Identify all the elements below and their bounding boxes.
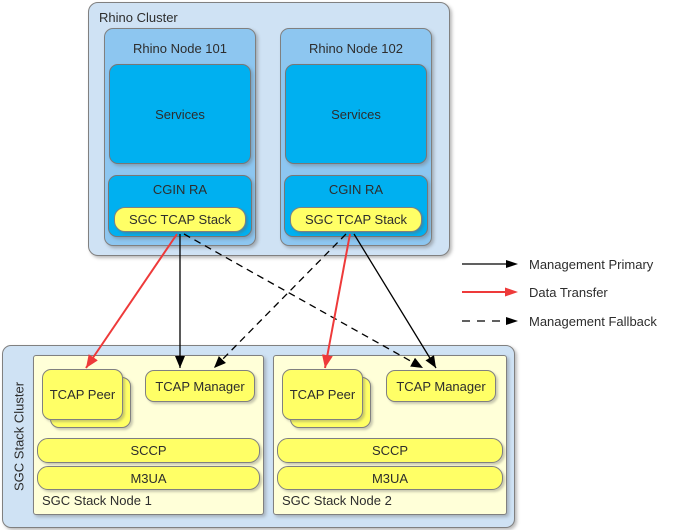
sgc-stack-cluster: SGC Stack Cluster TCAP Peer TCAP Manager…	[2, 345, 515, 528]
rhino-cluster: Rhino Cluster Rhino Node 101 Services CG…	[88, 2, 450, 256]
rhino-cluster-label: Rhino Cluster	[99, 10, 178, 25]
data-transfer-arrow-icon	[462, 287, 518, 297]
sgc-stack-node-1: TCAP Peer TCAP Manager SCCP M3UA SGC Sta…	[33, 355, 264, 515]
services-label: Services	[155, 106, 205, 122]
sgc-stack-cluster-label: SGC Stack Cluster	[11, 381, 27, 492]
management-primary-arrow-icon	[462, 260, 518, 268]
rhino-node-101-cgin-ra-box: CGIN RA SGC TCAP Stack	[108, 175, 252, 237]
legend-label: Data Transfer	[529, 284, 608, 300]
sgc-stack-node-2: TCAP Peer TCAP Manager SCCP M3UA SGC Sta…	[273, 355, 507, 515]
sgc-stack-node-2-tcap-manager: TCAP Manager	[386, 370, 496, 402]
legend-item-management-fallback: Management Fallback	[462, 313, 657, 329]
cgin-ra-label: CGIN RA	[152, 182, 208, 197]
rhino-node-101: Rhino Node 101 Services CGIN RA SGC TCAP…	[104, 28, 256, 246]
management-fallback-arrow-icon	[462, 317, 518, 325]
sgc-stack-node-1-tcap-peer: TCAP Peer	[42, 369, 123, 420]
cgin-ra-label: CGIN RA	[328, 182, 384, 197]
sgc-stack-node-2-label: SGC Stack Node 2	[282, 493, 392, 508]
rhino-node-102: Rhino Node 102 Services CGIN RA SGC TCAP…	[280, 28, 432, 246]
sgc-stack-node-2-m3ua: M3UA	[277, 466, 503, 490]
legend-label: Management Fallback	[529, 313, 657, 329]
rhino-node-101-sgc-tcap-stack: SGC TCAP Stack	[114, 207, 246, 232]
rhino-node-101-services-box: Services	[109, 64, 251, 164]
rhino-node-102-label: Rhino Node 102	[309, 41, 403, 56]
rhino-node-102-services-box: Services	[285, 64, 427, 164]
rhino-node-101-label: Rhino Node 101	[133, 41, 227, 56]
rhino-node-102-cgin-ra-box: CGIN RA SGC TCAP Stack	[284, 175, 428, 237]
sgc-stack-node-1-sccp: SCCP	[37, 438, 260, 463]
sgc-stack-node-1-m3ua: M3UA	[37, 466, 260, 490]
rhino-node-102-sgc-tcap-stack: SGC TCAP Stack	[290, 207, 422, 232]
sgc-stack-node-2-tcap-peer: TCAP Peer	[282, 369, 363, 420]
legend-item-data-transfer: Data Transfer	[462, 284, 608, 300]
sgc-stack-node-1-tcap-manager: TCAP Manager	[145, 370, 255, 402]
services-label: Services	[331, 106, 381, 122]
sgc-stack-node-1-label: SGC Stack Node 1	[42, 493, 152, 508]
sgc-stack-node-2-sccp: SCCP	[277, 438, 503, 463]
legend-label: Management Primary	[529, 256, 654, 272]
legend-item-management-primary: Management Primary	[462, 256, 654, 272]
